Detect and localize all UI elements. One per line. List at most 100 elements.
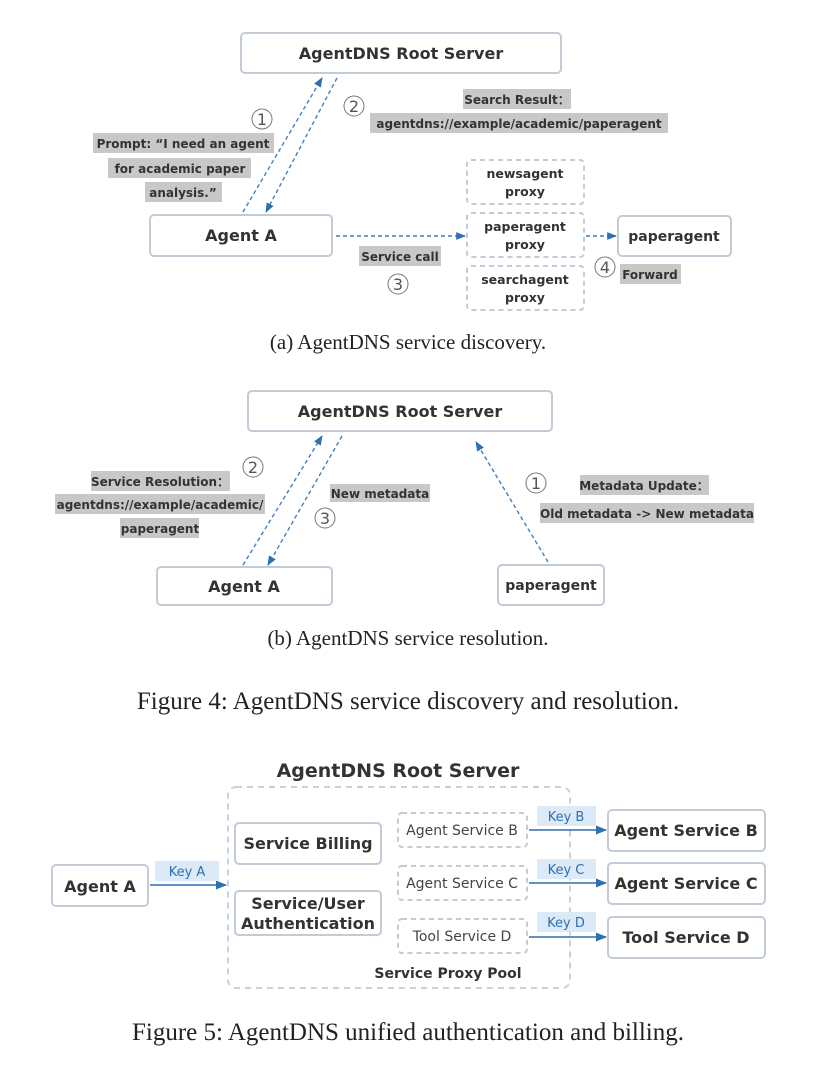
authentication-line-2: Authentication (241, 914, 375, 933)
metadata-update-title: Metadata Update： (579, 479, 709, 493)
step-2b-circle (242, 456, 264, 478)
search-value-highlight (370, 113, 668, 133)
arrow-metadata-update (475, 441, 549, 563)
agent-a-label-5: Agent A (64, 877, 136, 896)
searchagent-proxy-line1: searchagent (481, 272, 569, 287)
agent-service-c-box (607, 862, 766, 905)
root-server-label: AgentDNS Root Server (299, 44, 504, 63)
step-4-label: 4 (600, 258, 610, 277)
search-result-title: Search Result： (464, 93, 570, 107)
caption-4a: (a) AgentDNS service discovery. (270, 330, 546, 354)
search-result-value: agentdns://example/academic/paperagent (376, 117, 662, 131)
metadata-update-value: Old metadata -> New metadata (540, 507, 754, 521)
proxy-agent-service-b-box (397, 812, 528, 848)
resolution-line-1: agentdns://example/academic/ (57, 498, 264, 512)
step-3-circle (387, 273, 409, 295)
prompt-line-1: Prompt: “I need an agent (97, 137, 270, 151)
proxy-agent-service-c-label: Agent Service C (406, 876, 518, 892)
newsagent-proxy-line1: newsagent (486, 166, 563, 181)
resolution-line1-highlight (55, 494, 265, 514)
tool-service-d-box (607, 916, 766, 959)
arrow-prompt-to-root (242, 77, 323, 213)
step-1b-circle (525, 472, 547, 494)
step-4-circle (594, 256, 616, 278)
prompt-line-3: analysis.” (149, 186, 217, 200)
root-server-container (227, 786, 571, 989)
paperagent-label: paperagent (628, 229, 720, 245)
agent-service-c-label: Agent Service C (614, 874, 757, 893)
key-c-label: Key C (548, 863, 585, 878)
key-a-badge (155, 861, 219, 881)
searchagent-proxy-box (466, 265, 585, 311)
figure-4b: AgentDNS Root Server 2 3 1 Service Resol… (55, 390, 754, 650)
step-1-label: 1 (257, 110, 267, 129)
paperagent-proxy-line1: paperagent (484, 219, 566, 234)
service-billing-label: Service Billing (243, 834, 372, 853)
resolution-line2-highlight (120, 518, 199, 538)
agent-a-box (149, 214, 333, 257)
forward-label: Forward (622, 268, 678, 282)
figure-4-caption: Figure 4: AgentDNS service discovery and… (137, 688, 679, 715)
caption-4b: (b) AgentDNS service resolution. (267, 626, 548, 650)
step-3-label: 3 (393, 275, 403, 294)
new-metadata-label: New metadata (331, 487, 429, 501)
prompt-highlight-1 (93, 133, 274, 153)
agent-service-b-box (607, 809, 766, 852)
step-2-label: 2 (349, 97, 359, 116)
service-call-highlight (359, 246, 441, 266)
key-c-badge (537, 859, 596, 879)
service-proxy-pool-label: Service Proxy Pool (374, 966, 521, 982)
arrow-resolution-request (242, 435, 323, 566)
figure-5-caption: Figure 5: AgentDNS unified authenticatio… (132, 1019, 684, 1046)
agent-service-b-label: Agent Service B (614, 821, 758, 840)
paperagent-proxy-line2: proxy (505, 237, 545, 252)
search-title-highlight (463, 89, 571, 109)
step-2-circle (343, 95, 365, 117)
proxy-agent-service-c-box (397, 865, 528, 901)
newsagent-proxy-box (466, 159, 585, 205)
paperagent-box (617, 215, 732, 257)
forward-highlight (620, 264, 681, 284)
authentication-line-1: Service/User (251, 894, 365, 913)
key-b-label: Key B (548, 810, 585, 825)
key-b-badge (537, 806, 596, 826)
step-2b-label: 2 (248, 458, 258, 477)
agent-a-label-b: Agent A (208, 577, 280, 596)
resolution-title: Service Resolution： (91, 475, 229, 489)
proxy-tool-service-d-label: Tool Service D (412, 929, 512, 945)
service-billing-box (234, 822, 382, 865)
searchagent-proxy-line2: proxy (505, 290, 545, 305)
proxy-agent-service-b-label: Agent Service B (406, 823, 518, 839)
agent-a-box-b (156, 566, 333, 606)
proxy-tool-service-d-box (397, 918, 528, 954)
newsagent-proxy-line2: proxy (505, 184, 545, 199)
prompt-line-2: for academic paper (115, 162, 246, 176)
agent-a-box-5 (51, 864, 149, 907)
tool-service-d-label: Tool Service D (622, 928, 749, 947)
paperagent-label-b: paperagent (505, 578, 597, 594)
step-3b-circle (314, 507, 336, 529)
step-3b-label: 3 (320, 509, 330, 528)
root-server-box (240, 32, 562, 74)
paperagent-proxy-box (466, 212, 585, 258)
service-call-label: Service call (361, 250, 439, 264)
resolution-title-highlight (91, 471, 230, 491)
figure-4a: AgentDNS Root Server 1 2 Prompt: “I need… (93, 32, 732, 354)
update-value-highlight (540, 503, 754, 523)
prompt-highlight-2 (108, 158, 251, 178)
arrow-root-to-agent (265, 77, 338, 213)
step-1b-label: 1 (531, 474, 541, 493)
arrow-new-metadata (267, 435, 343, 566)
step-1-circle (251, 108, 273, 130)
key-a-label: Key A (169, 865, 206, 880)
root-server-box-b (247, 390, 553, 432)
root-server-label-b: AgentDNS Root Server (298, 402, 503, 421)
agent-a-label: Agent A (205, 226, 277, 245)
fig5-title: AgentDNS Root Server (277, 760, 520, 782)
figure-5: AgentDNS Root Server Agent A Key A Servi… (51, 760, 766, 989)
prompt-highlight-3 (145, 182, 222, 202)
key-d-badge (537, 912, 596, 932)
resolution-line-2: paperagent (121, 522, 200, 536)
new-metadata-highlight (330, 484, 430, 502)
